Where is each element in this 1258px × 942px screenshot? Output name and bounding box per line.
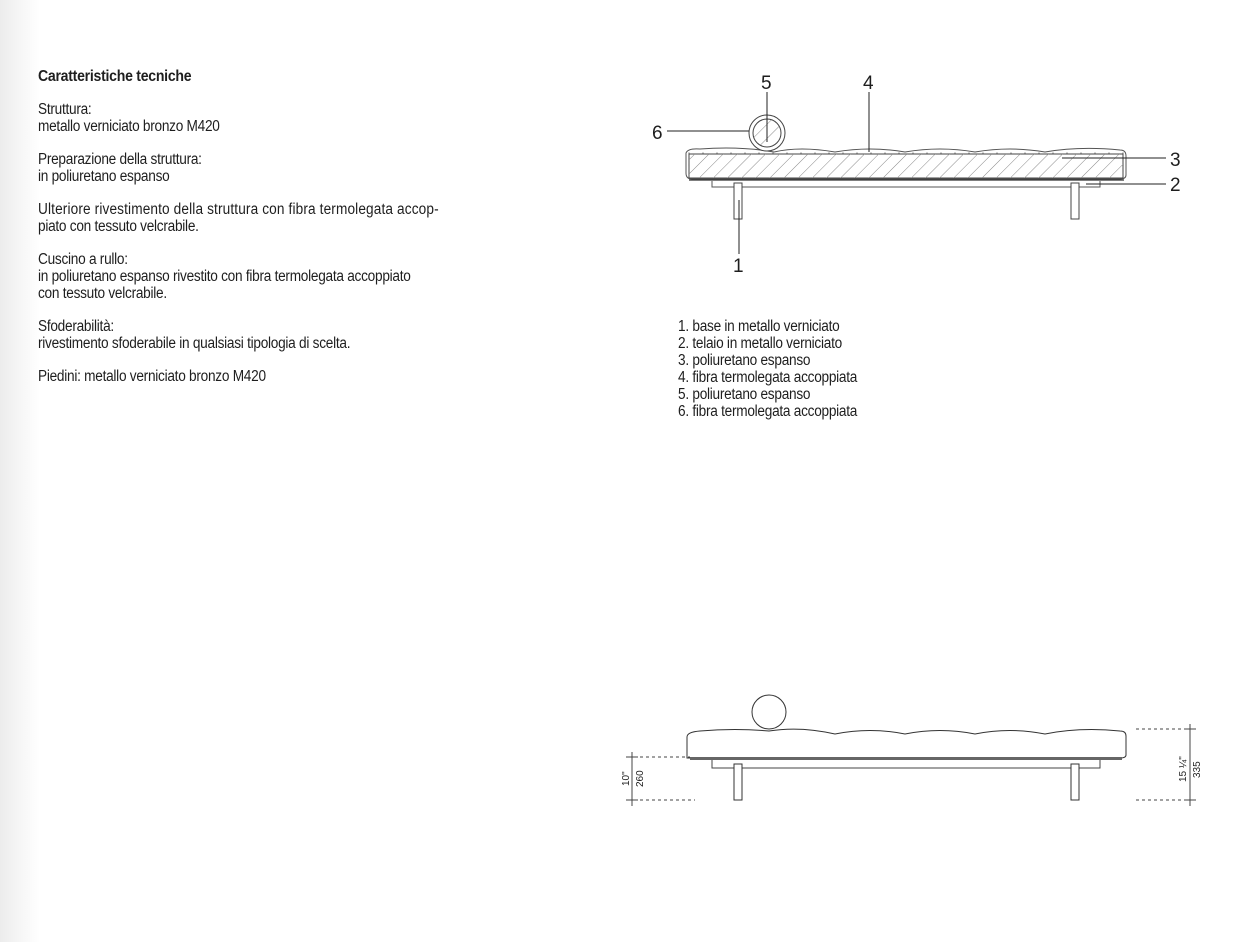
callout-3: 3 [1170, 150, 1181, 171]
dimension-seat-height: 10" 260 [621, 752, 695, 806]
leg-right [1070, 763, 1080, 801]
spec-text: piato con tessuto velcrabile. [38, 218, 199, 235]
legend-item: 6. fibra termolegata accoppiata [678, 403, 858, 420]
page-edge-shadow [0, 0, 40, 942]
frame [711, 760, 1101, 769]
spec-additional-covering: Ulteriore rivestimento della struttura c… [38, 201, 496, 235]
dimension-mm: 335 [1192, 761, 1203, 778]
leg-left [733, 763, 743, 801]
dimension-mm: 260 [635, 770, 646, 787]
spec-value: rivestimento sfoderabile in qualsiasi ti… [38, 335, 351, 352]
spec-value: in poliuretano espanso [38, 168, 170, 185]
section-drawing: 5 4 6 3 2 1 [652, 73, 1181, 277]
frame [711, 181, 1101, 188]
spec-text: Piedini: metallo verniciato bronzo M420 [38, 368, 266, 385]
spec-feet: Piedini: metallo verniciato bronzo M420 [38, 368, 496, 385]
spec-value: metallo verniciato bronzo M420 [38, 118, 220, 135]
spec-label: Preparazione della struttura: [38, 151, 202, 168]
drawing-legend: 1. base in metallo verniciato 2. telaio … [678, 318, 857, 420]
legend-item: 2. telaio in metallo verniciato [678, 335, 842, 352]
spec-label: Struttura: [38, 101, 92, 118]
callout-5: 5 [761, 73, 772, 94]
callout-6: 6 [652, 123, 663, 144]
spec-structure: Struttura: metallo verniciato bronzo M42… [38, 101, 496, 135]
leg-left [733, 182, 743, 220]
legend-item: 3. poliuretano espanso [678, 352, 811, 369]
technical-specs: Caratteristiche tecniche Struttura: meta… [38, 68, 496, 401]
spec-title: Caratteristiche tecniche [38, 68, 192, 85]
legend-item: 5. poliuretano espanso [678, 386, 811, 403]
spec-label: Cuscino a rullo: [38, 251, 128, 268]
leg-right [1070, 182, 1080, 220]
mattress-outline [686, 728, 1127, 759]
legend-item: 1. base in metallo verniciato [678, 318, 840, 335]
elevation-drawing: 10" 260 15 ¼" 335 [621, 694, 1203, 806]
spec-roll-cushion: Cuscino a rullo: in poliuretano espanso … [38, 251, 496, 302]
spec-structure-preparation: Preparazione della struttura: in poliure… [38, 151, 496, 185]
roll-cushion [751, 694, 787, 730]
spec-text: Ulteriore rivestimento della struttura c… [38, 201, 439, 218]
spec-label: Sfoderabilità: [38, 318, 114, 335]
spec-removable-cover: Sfoderabilità: rivestimento sfoderabile … [38, 318, 496, 352]
dimension-inches: 15 ¼" [1177, 756, 1189, 782]
callout-2: 2 [1170, 175, 1181, 196]
callout-4: 4 [863, 73, 874, 94]
callout-1: 1 [733, 256, 744, 277]
spec-value: con tessuto velcrabile. [38, 285, 167, 302]
base-plate [690, 757, 1122, 760]
dimension-total-height: 15 ¼" 335 [1136, 724, 1203, 806]
spec-value: in poliuretano espanso rivestito con fib… [38, 268, 411, 285]
legend-item: 4. fibra termolegata accoppiata [678, 369, 858, 386]
dimension-inches: 10" [621, 771, 632, 786]
